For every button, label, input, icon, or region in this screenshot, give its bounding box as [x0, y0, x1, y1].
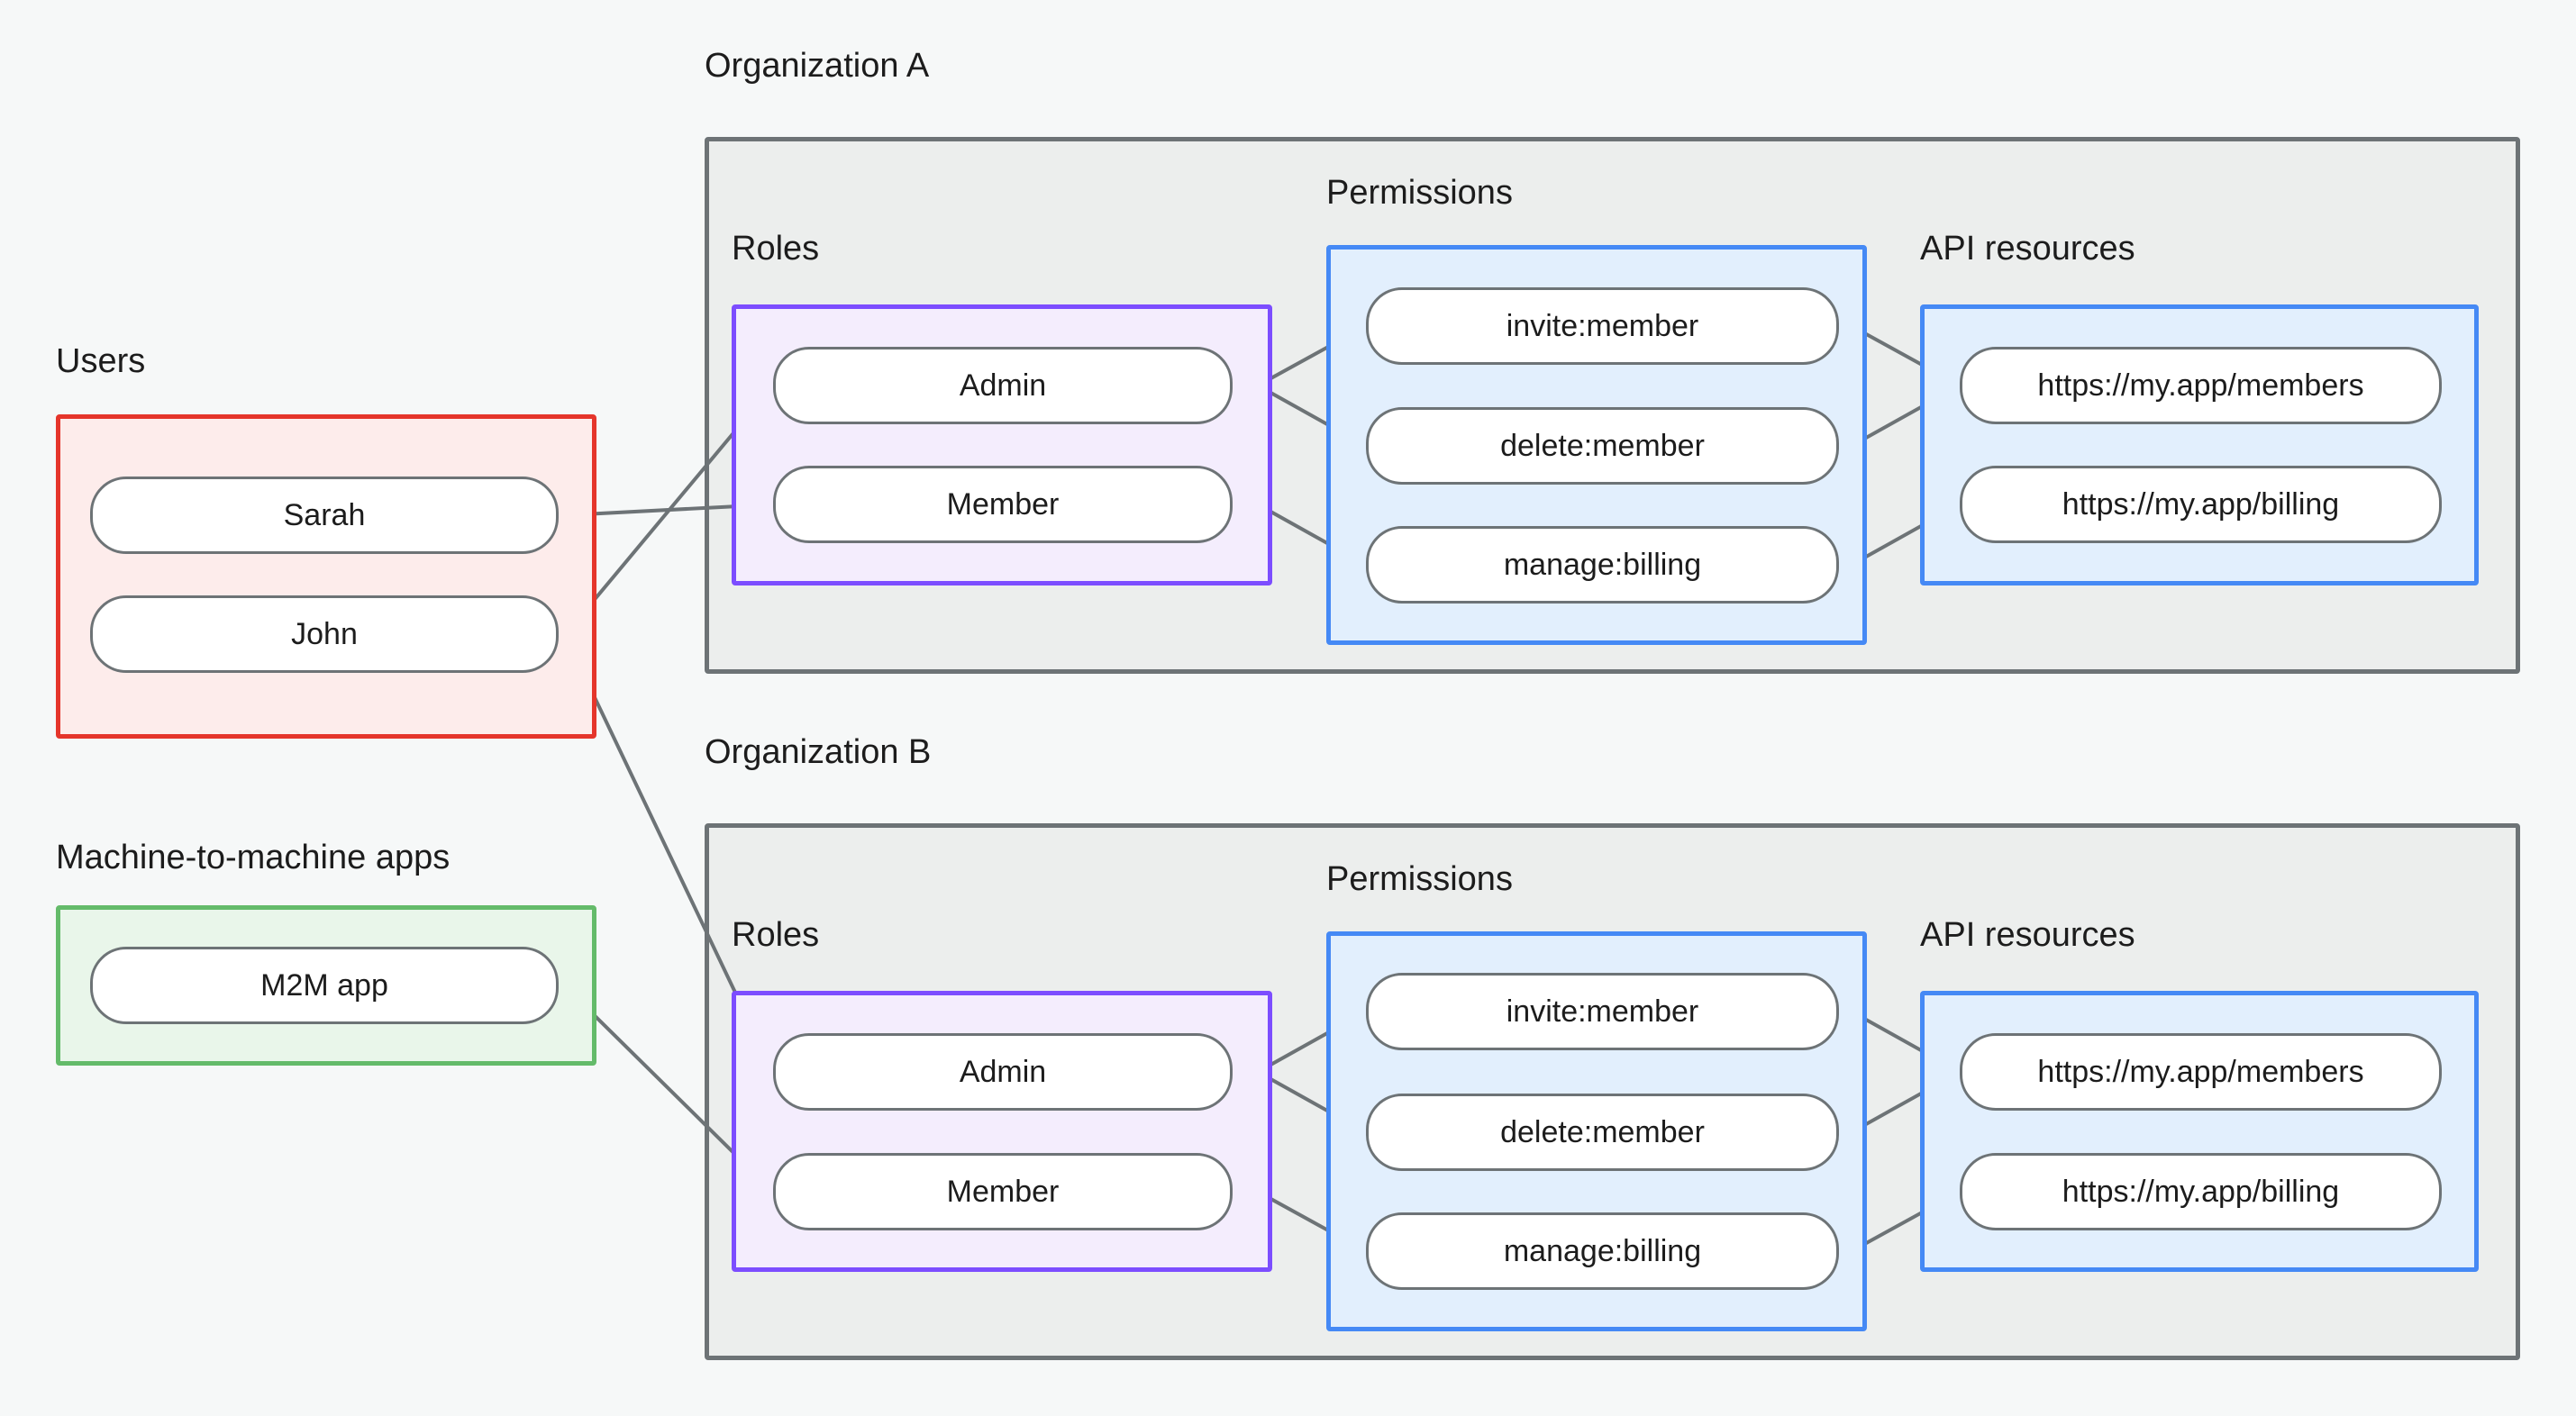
- permission-node-delete-member[interactable]: delete:member: [1366, 1094, 1839, 1171]
- api-resource-node-billing[interactable]: https://my.app/billing: [1960, 466, 2442, 543]
- api-resource-node-billing[interactable]: https://my.app/billing: [1960, 1153, 2442, 1230]
- users-title: Users: [56, 342, 146, 380]
- organization-b-roles-title: Roles: [732, 916, 820, 954]
- organization-a-roles-title: Roles: [732, 230, 820, 268]
- role-node-member[interactable]: Member: [773, 466, 1233, 543]
- permission-node-manage-billing[interactable]: manage:billing: [1366, 526, 1839, 604]
- organization-b-permissions-title: Permissions: [1326, 860, 1513, 898]
- api-resource-node-members[interactable]: https://my.app/members: [1960, 347, 2442, 424]
- user-node-john[interactable]: John: [90, 595, 559, 673]
- organization-a-permissions-title: Permissions: [1326, 174, 1513, 212]
- permission-node-invite-member[interactable]: invite:member: [1366, 287, 1839, 365]
- user-node-sarah[interactable]: Sarah: [90, 477, 559, 554]
- organization-b-api-resources-title: API resources: [1920, 916, 2135, 954]
- api-resource-node-members[interactable]: https://my.app/members: [1960, 1033, 2442, 1111]
- permission-node-manage-billing[interactable]: manage:billing: [1366, 1212, 1839, 1290]
- permission-node-delete-member[interactable]: delete:member: [1366, 407, 1839, 485]
- organization-a-title: Organization A: [705, 47, 930, 85]
- organization-a-api-resources-title: API resources: [1920, 230, 2135, 268]
- organization-b-title: Organization B: [705, 733, 932, 771]
- role-node-member[interactable]: Member: [773, 1153, 1233, 1230]
- role-node-admin[interactable]: Admin: [773, 347, 1233, 424]
- role-node-admin[interactable]: Admin: [773, 1033, 1233, 1111]
- m2m-apps-title: Machine-to-machine apps: [56, 839, 451, 876]
- m2m-app-node[interactable]: M2M app: [90, 947, 559, 1024]
- permission-node-invite-member[interactable]: invite:member: [1366, 973, 1839, 1050]
- users-container: [56, 414, 596, 739]
